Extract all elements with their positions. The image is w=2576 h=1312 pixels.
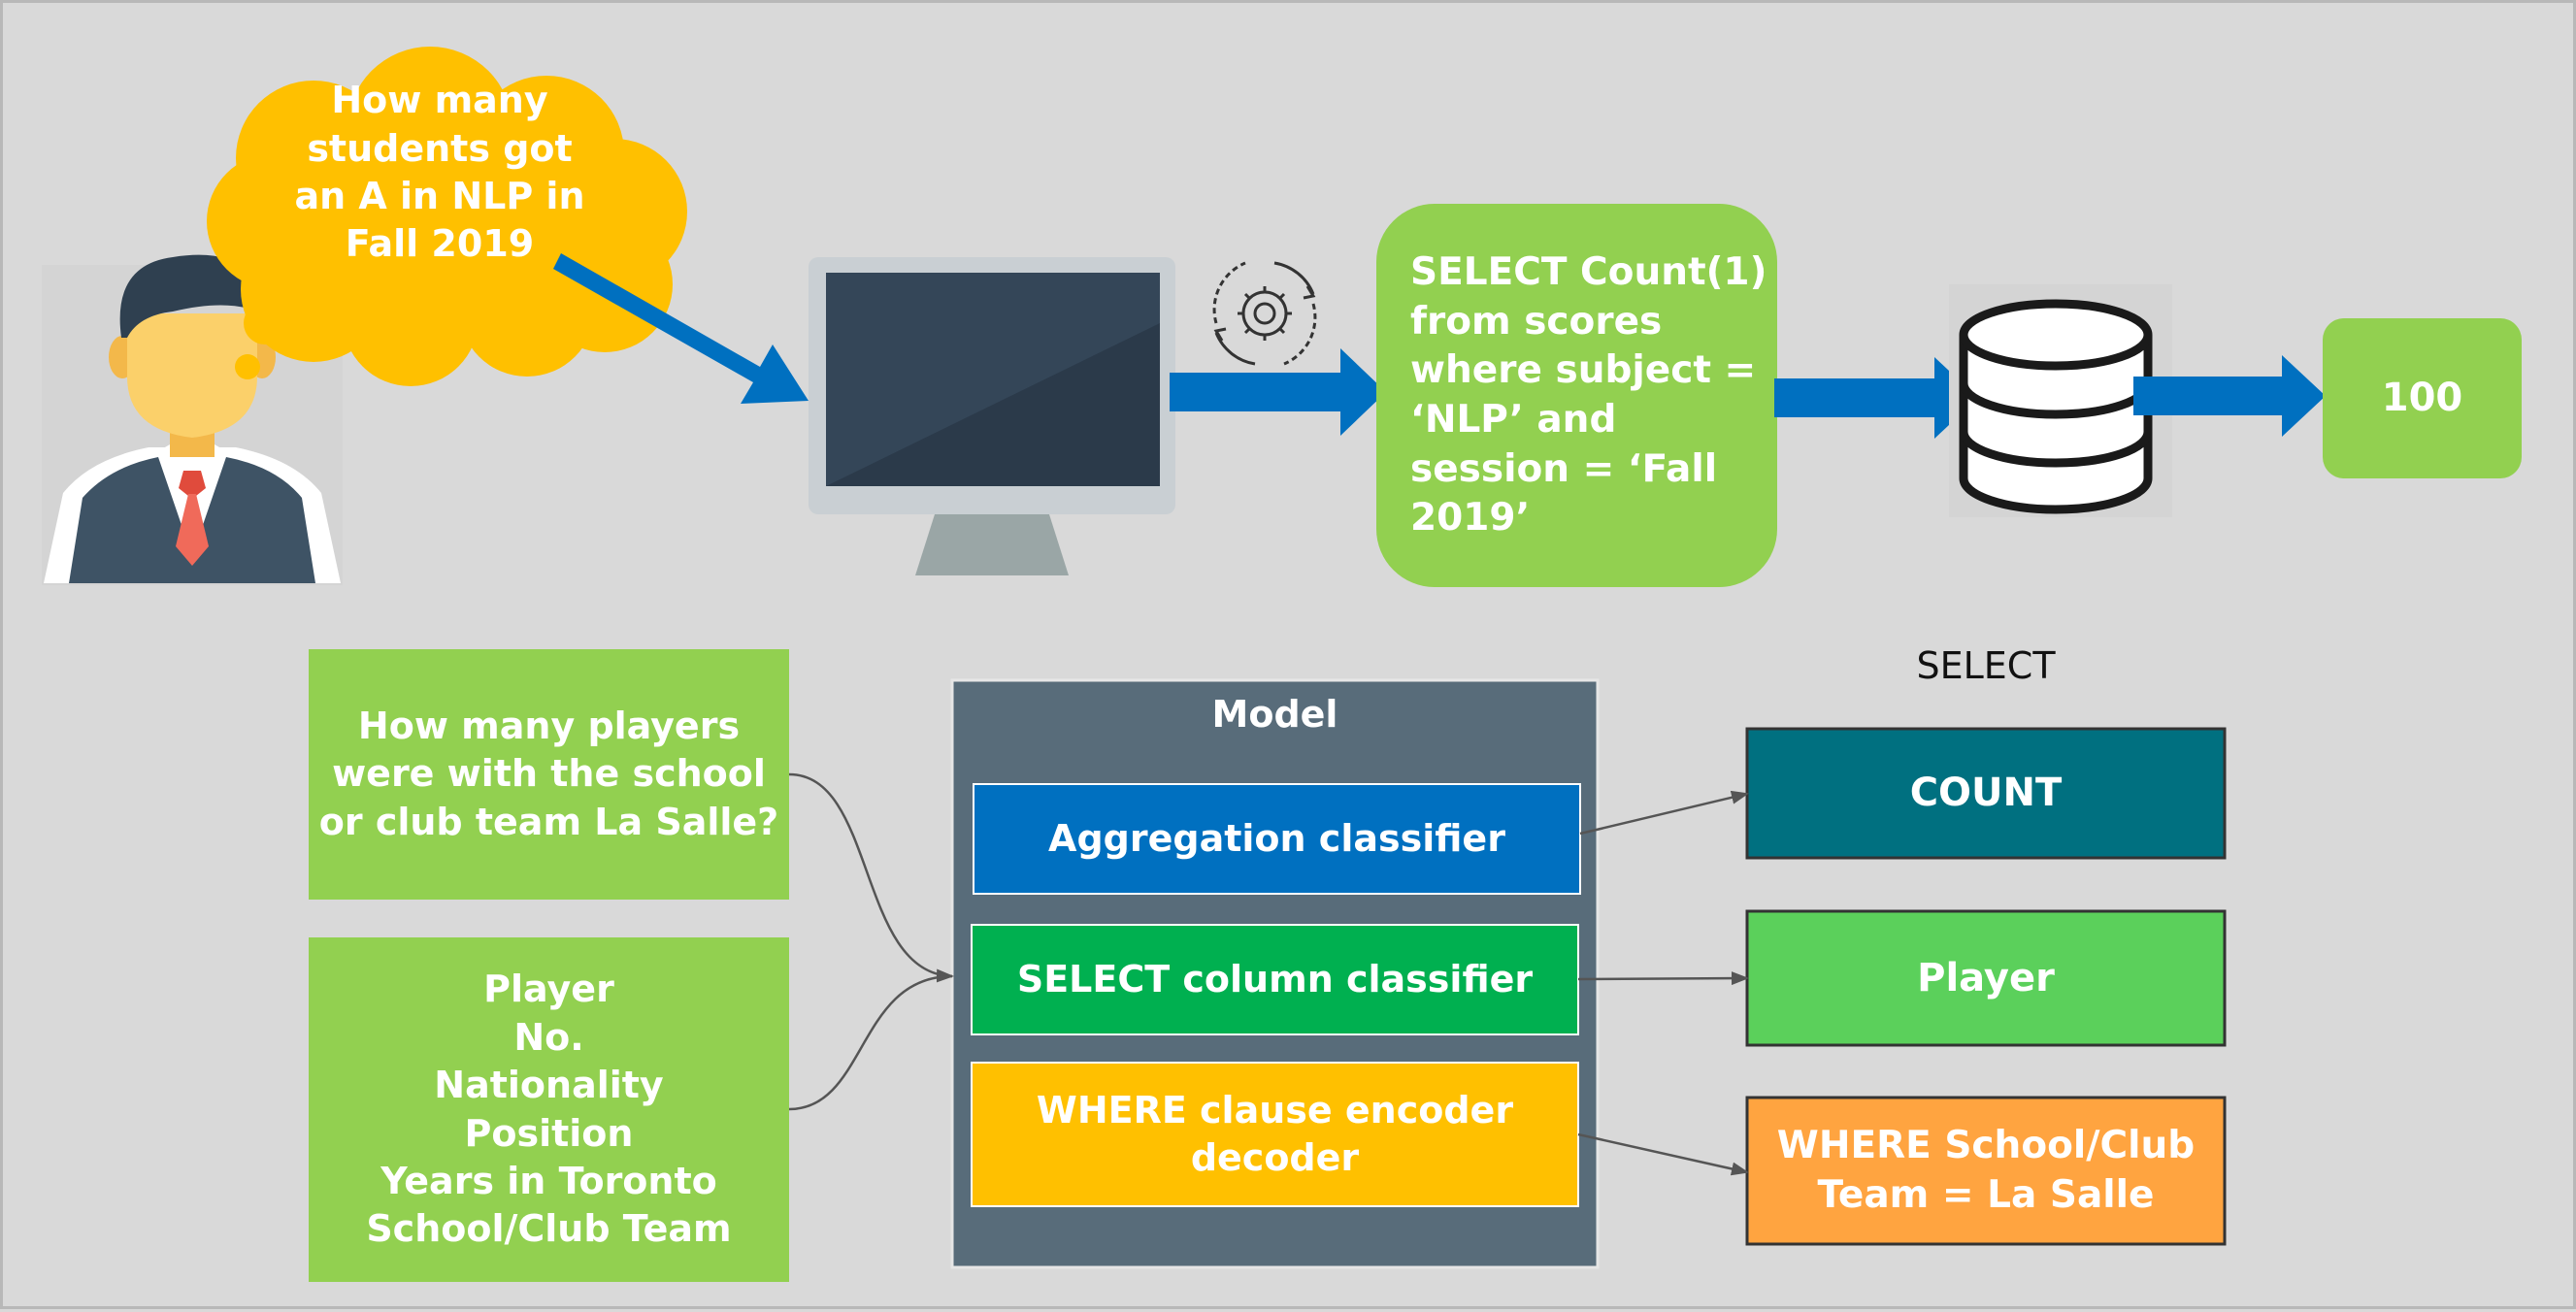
select-column-classifier-box: [971, 924, 1579, 1035]
count-output-label: COUNT: [1909, 771, 2063, 816]
connector-lines: [788, 772, 1749, 1176]
where-output-box: [1745, 1096, 2227, 1246]
columns-box: [309, 937, 789, 1282]
where-clause-label: WHERE clause encoder decoder: [1036, 1088, 1514, 1179]
arrow-icon: [2133, 355, 2326, 437]
where-output-label: WHERE School/Club Team = La Salle: [1776, 1123, 2196, 1217]
gear-cycle-icon: [1212, 261, 1317, 366]
thought-bubble: [207, 47, 687, 386]
where-clause-box: [971, 1062, 1579, 1207]
question-bubble-text: How many students got an A in NLP in Fal…: [294, 79, 585, 266]
sql-query-box: [1376, 204, 1777, 587]
count-output-box: [1745, 727, 2227, 860]
monitor-icon: [809, 257, 1175, 575]
column-item: Player: [483, 968, 614, 1011]
arrow-icon: [553, 253, 809, 404]
question-box-text: How many players were with the school or…: [318, 704, 779, 843]
select-header: SELECT: [1916, 643, 2056, 687]
arrow-icon: [1774, 357, 1978, 439]
column-item: Nationality: [434, 1064, 664, 1107]
result-value: 100: [2381, 376, 2463, 421]
database-icon: [1949, 284, 2172, 517]
result-box: [2323, 318, 2522, 478]
column-item: Position: [464, 1111, 634, 1155]
column-item: School/Club Team: [366, 1207, 732, 1251]
column-item: No.: [513, 1015, 584, 1059]
select-column-classifier-label: SELECT column classifier: [1016, 958, 1534, 1001]
aggregation-classifier-label: Aggregation classifier: [1048, 817, 1505, 861]
aggregation-classifier-box: [973, 783, 1581, 895]
arrow-icon: [1170, 348, 1386, 436]
player-output-label: Player: [1917, 955, 2055, 1000]
question-box: [309, 649, 789, 900]
player-output-box: [1745, 909, 2227, 1047]
columns-list: Player No. Nationality Position Years in…: [309, 937, 789, 1282]
diagram-graphics: [42, 47, 2522, 1282]
model-title: Model: [1211, 692, 1338, 736]
sql-query-text: SELECT Count(1) from scores where subjec…: [1410, 249, 1767, 541]
column-item: Years in Toronto: [380, 1159, 717, 1202]
